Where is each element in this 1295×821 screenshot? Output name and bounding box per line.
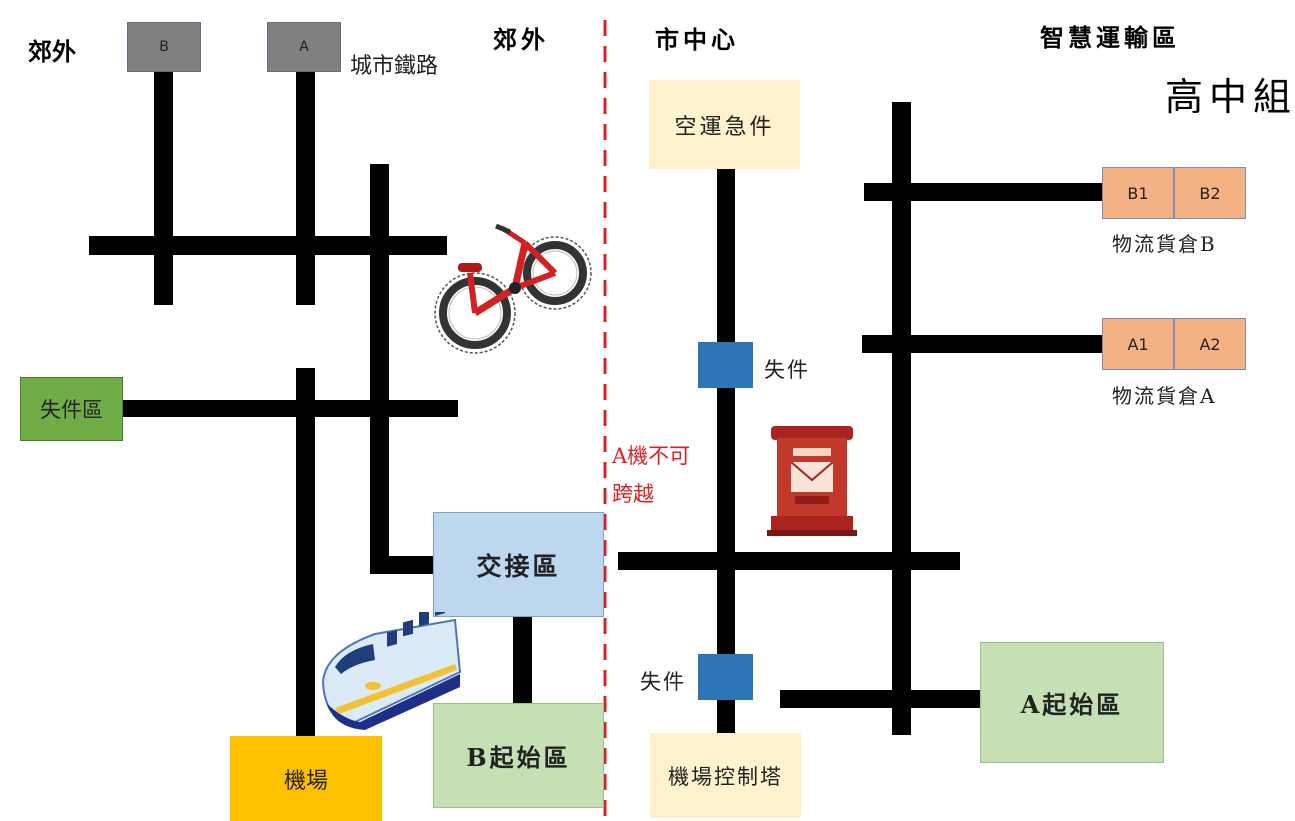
- road-handover-connector: [370, 556, 440, 574]
- road-city-vertical-left: [717, 160, 735, 735]
- road-left-mid-vertical: [370, 164, 389, 574]
- divider-dashed-line: [603, 20, 607, 821]
- station-a[interactable]: A: [267, 22, 341, 72]
- rail-label: 城市鐵路: [350, 54, 439, 79]
- road-airport-vertical: [296, 368, 315, 740]
- road-b-vertical: [154, 70, 173, 305]
- warehouse-b2[interactable]: B2: [1174, 167, 1246, 219]
- group-title: 高中組: [1165, 75, 1295, 119]
- warehouse-a2[interactable]: A2: [1174, 318, 1246, 370]
- a-start-box[interactable]: A起始區: [980, 642, 1164, 763]
- road-a-start-horizontal: [780, 690, 980, 708]
- road-warehouse-a: [862, 335, 1104, 353]
- station-b[interactable]: B: [127, 22, 201, 72]
- control-tower-box[interactable]: 機場控制塔: [650, 733, 801, 818]
- warning-line-2: 跨越: [612, 482, 654, 506]
- mailbox-icon: [767, 426, 857, 536]
- road-lostarea-horizontal: [118, 400, 458, 417]
- warehouse-b-label: 物流貨倉B: [1112, 232, 1217, 256]
- warehouse-a-label: 物流貨倉A: [1112, 384, 1217, 408]
- warning-line-1: A機不可: [612, 444, 691, 468]
- road-top-horizontal: [89, 236, 447, 255]
- zone-label-smart-transport: 智慧運輸區: [1040, 23, 1180, 52]
- air-urgent-box[interactable]: 空運急件: [649, 80, 800, 169]
- lost-area-box[interactable]: 失件區: [20, 377, 123, 441]
- lost-marker-upper-label: 失件: [764, 358, 810, 382]
- bicycle-icon: [434, 223, 592, 354]
- road-b-start-vertical: [513, 612, 532, 707]
- b-start-box[interactable]: B起始區: [433, 703, 604, 808]
- warehouse-a1[interactable]: A1: [1102, 318, 1174, 370]
- road-city-horizontal: [618, 552, 960, 570]
- lost-marker-lower-label: 失件: [640, 670, 686, 694]
- handover-box[interactable]: 交接區: [433, 512, 604, 617]
- lost-marker-lower[interactable]: [698, 654, 753, 700]
- warehouse-b1[interactable]: B1: [1102, 167, 1174, 219]
- road-warehouse-b: [864, 183, 1104, 201]
- lost-marker-upper[interactable]: [698, 342, 753, 388]
- zone-label-city-center: 市中心: [655, 25, 739, 54]
- road-city-vertical-right: [892, 102, 911, 735]
- zone-label-suburb-mid: 郊外: [493, 25, 549, 54]
- road-a-vertical: [296, 70, 315, 305]
- train-icon: [321, 612, 462, 730]
- zone-label-suburb-left: 郊外: [28, 37, 76, 66]
- airport-box[interactable]: 機場: [230, 736, 382, 821]
